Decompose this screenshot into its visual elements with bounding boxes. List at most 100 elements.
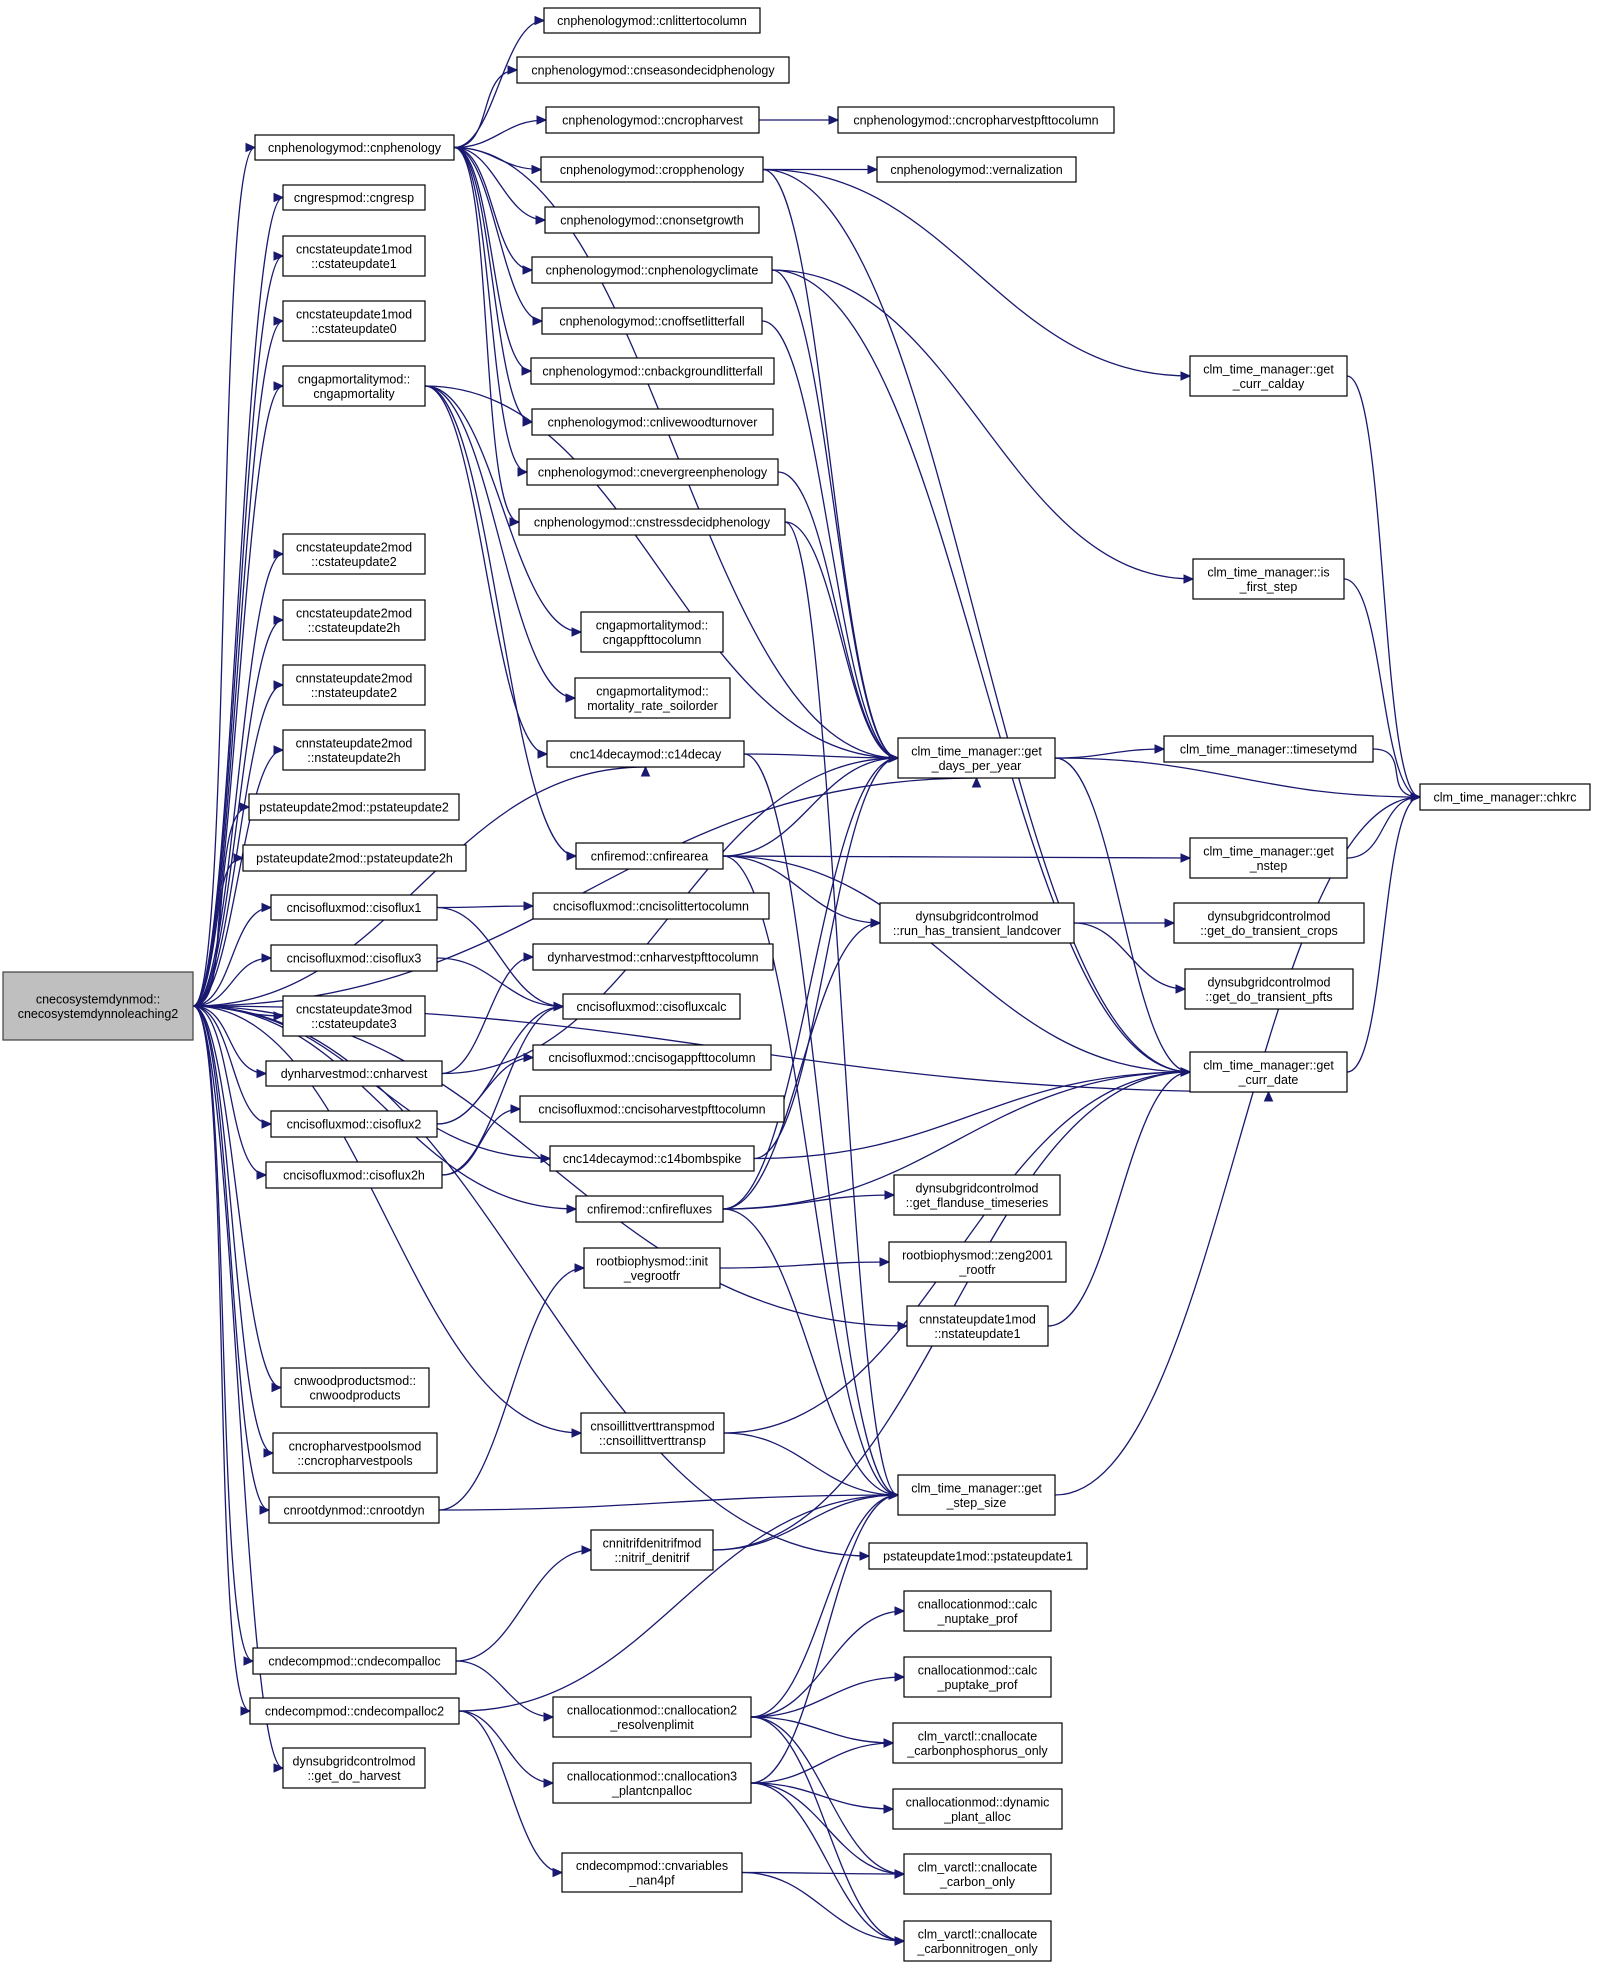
node-box-firefl[interactable]: [575, 1195, 724, 1223]
node-calday[interactable]: clm_time_manager::get_curr_calday: [1189, 355, 1348, 397]
node-litcol[interactable]: cnphenologymod::cnlittertocolumn: [543, 7, 761, 34]
node-box-cponly[interactable]: [892, 1722, 1063, 1764]
node-gapp[interactable]: cngapmortalitymod::cngappfttocolumn: [580, 611, 724, 653]
node-bomb[interactable]: cnc14decaymod::c14bombspike: [549, 1145, 755, 1172]
node-box-phclim[interactable]: [531, 256, 773, 284]
node-gapm[interactable]: cngapmortalitymod::cngapmortality: [282, 365, 426, 407]
node-evergreen[interactable]: cnphenologymod::cnevergreenphenology: [526, 458, 779, 486]
node-box-stress[interactable]: [518, 508, 786, 536]
node-box-runtrans[interactable]: [879, 902, 1075, 944]
node-box-mortsoil[interactable]: [574, 677, 731, 719]
node-alloc3[interactable]: cnallocationmod::cnallocation3_plantcnpa…: [552, 1762, 752, 1804]
node-box-stepsz[interactable]: [897, 1474, 1056, 1516]
node-cs1[interactable]: cncstateupdate1mod::cstateupdate1: [282, 235, 426, 277]
node-getharv[interactable]: dynsubgridcontrolmod::get_do_harvest: [282, 1747, 426, 1789]
node-initveg[interactable]: rootbiophysmod::init_vegrootfr: [583, 1247, 721, 1289]
node-nitrif[interactable]: cnnitrifdenitrifmod::nitrif_denitrif: [590, 1529, 714, 1571]
node-box-crophp[interactable]: [272, 1432, 438, 1474]
node-box-woodp[interactable]: [280, 1367, 430, 1408]
node-box-c14decay[interactable]: [546, 740, 745, 768]
node-box-nan4pf[interactable]: [561, 1852, 743, 1893]
node-chkrc[interactable]: clm_time_manager::chkrc: [1419, 783, 1591, 811]
node-zeng[interactable]: rootbiophysmod::zeng2001_rootfr: [888, 1241, 1067, 1283]
node-ps2[interactable]: pstateupdate2mod::pstateupdate2: [248, 793, 460, 821]
node-box-season[interactable]: [516, 56, 790, 84]
node-dynalloc[interactable]: cnallocationmod::dynamic_plant_alloc: [892, 1788, 1063, 1830]
node-box-conly[interactable]: [903, 1853, 1052, 1895]
node-cs3[interactable]: cncstateupdate3mod::cstateupdate3: [282, 995, 426, 1037]
node-box-bglit[interactable]: [530, 357, 775, 385]
node-isfirst[interactable]: clm_time_manager::is_first_step: [1192, 558, 1345, 600]
node-ciso3[interactable]: cncisofluxmod::cisoflux3: [270, 944, 438, 972]
node-box-alloc3[interactable]: [552, 1762, 752, 1804]
node-cponly[interactable]: clm_varctl::cnallocate_carbonphosphorus_…: [892, 1722, 1063, 1764]
node-ns2h[interactable]: cnnstateupdate2mod::nstateupdate2h: [282, 729, 426, 771]
node-box-currdate[interactable]: [1189, 1051, 1348, 1093]
node-decomp2[interactable]: cndecompmod::cndecompalloc2: [249, 1697, 460, 1725]
node-timeset[interactable]: clm_time_manager::timesetymd: [1163, 735, 1374, 763]
node-isocalc[interactable]: cncisofluxmod::cisofluxcalc: [562, 993, 741, 1020]
node-box-puptake[interactable]: [903, 1656, 1052, 1698]
node-stress[interactable]: cnphenologymod::cnstressdecidphenology: [518, 508, 786, 536]
node-box-transcrops[interactable]: [1173, 902, 1365, 944]
node-box-isogap[interactable]: [532, 1044, 772, 1071]
node-box-isocalc[interactable]: [562, 993, 741, 1020]
node-daysyr[interactable]: clm_time_manager::get_days_per_year: [897, 737, 1056, 779]
node-box-decomp[interactable]: [252, 1647, 457, 1675]
node-box-cs0[interactable]: [282, 300, 426, 342]
node-cs2h[interactable]: cncstateupdate2mod::cstateupdate2h: [282, 599, 426, 641]
node-box-ps2[interactable]: [248, 793, 460, 821]
node-ps1[interactable]: pstateupdate1mod::pstateupdate1: [868, 1542, 1088, 1570]
node-box-initveg[interactable]: [583, 1247, 721, 1289]
node-box-ns1[interactable]: [906, 1305, 1049, 1347]
node-ps2h[interactable]: pstateupdate2mod::pstateupdate2h: [242, 844, 467, 872]
node-box-ns2[interactable]: [282, 664, 426, 706]
node-box-dynharvpft[interactable]: [532, 943, 774, 971]
node-box-ciso3[interactable]: [270, 944, 438, 972]
node-box-offset[interactable]: [541, 307, 763, 335]
node-transpfts[interactable]: dynsubgridcontrolmod::get_do_transient_p…: [1184, 968, 1354, 1010]
node-box-litcol[interactable]: [543, 7, 761, 34]
node-isogap[interactable]: cncisofluxmod::cncisogappfttocolumn: [532, 1044, 772, 1071]
node-firearea[interactable]: cnfiremod::cnfirearea: [575, 842, 724, 870]
node-isolit[interactable]: cncisofluxmod::cncisolittertocolumn: [532, 892, 770, 920]
node-runtrans[interactable]: dynsubgridcontrolmod::run_has_transient_…: [879, 902, 1075, 944]
node-box-livewood[interactable]: [531, 408, 774, 436]
node-box-ciso1[interactable]: [270, 894, 438, 921]
node-box-timeset[interactable]: [1163, 735, 1374, 763]
node-ciso2[interactable]: cncisofluxmod::cisoflux2: [270, 1110, 438, 1138]
node-c14decay[interactable]: cnc14decaymod::c14decay: [546, 740, 745, 768]
node-box-nstep[interactable]: [1189, 837, 1348, 879]
node-season[interactable]: cnphenologymod::cnseasondecidphenology: [516, 56, 790, 84]
node-ns1[interactable]: cnnstateupdate1mod::nstateupdate1: [906, 1305, 1049, 1347]
node-box-evergreen[interactable]: [526, 458, 779, 486]
node-phen[interactable]: cnphenologymod::cnphenology: [254, 134, 455, 161]
node-box-ciso2h[interactable]: [265, 1161, 443, 1189]
node-box-vern[interactable]: [876, 156, 1077, 183]
node-box-daysyr[interactable]: [897, 737, 1056, 779]
node-cropphen[interactable]: cnphenologymod::cropphenology: [540, 156, 764, 183]
node-nan4pf[interactable]: cndecompmod::cnvariables_nan4pf: [561, 1852, 743, 1893]
node-box-firearea[interactable]: [575, 842, 724, 870]
node-box-gapp[interactable]: [580, 611, 724, 653]
node-ciso2h[interactable]: cncisofluxmod::cisoflux2h: [265, 1161, 443, 1189]
node-conly[interactable]: clm_varctl::cnallocate_carbon_only: [903, 1853, 1052, 1895]
node-soillit[interactable]: cnsoillittverttranspmod::cnsoillittvertt…: [580, 1412, 725, 1454]
node-nstep[interactable]: clm_time_manager::get_nstep: [1189, 837, 1348, 879]
node-box-gapm[interactable]: [282, 365, 426, 407]
node-box-cs2[interactable]: [282, 533, 426, 575]
node-crophp[interactable]: cncropharvestpoolsmod::cncropharvestpool…: [272, 1432, 438, 1474]
node-offset[interactable]: cnphenologymod::cnoffsetlitterfall: [541, 307, 763, 335]
node-box-isfirst[interactable]: [1192, 558, 1345, 600]
node-rootdyn[interactable]: cnrootdynmod::cnrootdyn: [268, 1496, 440, 1524]
node-box-alloc2[interactable]: [552, 1696, 752, 1738]
node-dynharvpft[interactable]: dynharvestmod::cnharvestpfttocolumn: [532, 943, 774, 971]
node-box-ciso2[interactable]: [270, 1110, 438, 1138]
node-box-getharv[interactable]: [282, 1747, 426, 1789]
node-box-decomp2[interactable]: [249, 1697, 460, 1725]
node-box-isoharv[interactable]: [519, 1095, 785, 1123]
node-box-cs2h[interactable]: [282, 599, 426, 641]
node-stepsz[interactable]: clm_time_manager::get_step_size: [897, 1474, 1056, 1516]
node-box-isolit[interactable]: [532, 892, 770, 920]
node-gresp[interactable]: cngrespmod::cngresp: [282, 184, 426, 211]
